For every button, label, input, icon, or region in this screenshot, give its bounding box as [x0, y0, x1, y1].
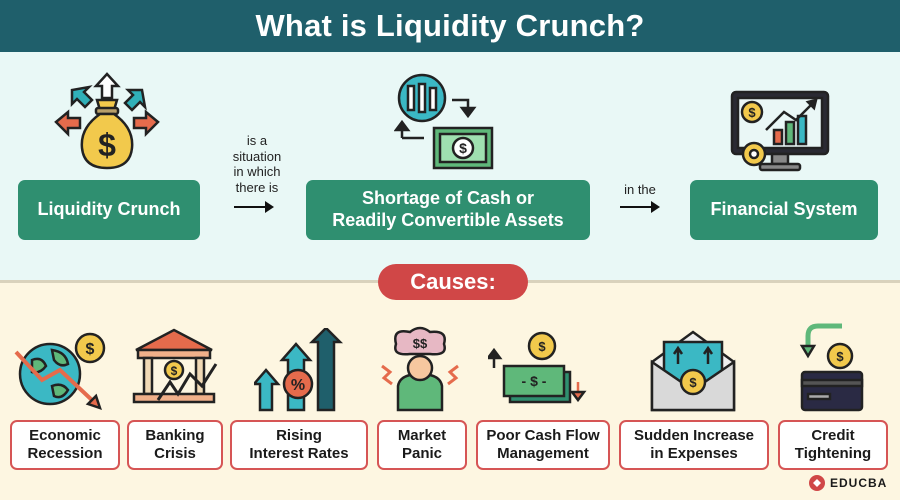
- bank-falling-chart-icon: $: [132, 328, 218, 404]
- envelope-money-icon: $: [650, 330, 736, 412]
- cause-line: Sudden Increase: [633, 427, 755, 444]
- svg-text:$$: $$: [413, 336, 428, 351]
- cause-sudden-increase-in-expenses: Sudden Increase in Expenses: [619, 420, 769, 470]
- cause-banking-crisis: Banking Crisis: [127, 420, 223, 470]
- cause-market-panic: Market Panic: [377, 420, 467, 470]
- brand-logo[interactable]: EDUCBA: [808, 474, 887, 492]
- flow-arrow-1: [234, 201, 274, 213]
- shortage-line-1: Shortage of Cash or: [361, 188, 535, 209]
- brand-name: EDUCBA: [830, 476, 888, 490]
- cause-line: Economic: [29, 427, 101, 444]
- cause-line: Banking: [145, 427, 205, 444]
- connector-text-1: is a situation in which there is: [222, 133, 292, 195]
- svg-text:$: $: [98, 127, 116, 163]
- cause-line: Recession: [27, 445, 103, 462]
- cause-line: Market: [397, 427, 447, 444]
- connector-line: in which: [233, 164, 281, 180]
- svg-text:$: $: [538, 339, 546, 354]
- cause-poor-cash-flow-management: Poor Cash Flow Management: [476, 420, 610, 470]
- cause-line: Panic: [401, 445, 442, 462]
- educba-logo-icon: [809, 475, 825, 491]
- svg-text:$: $: [86, 341, 95, 358]
- svg-text:$: $: [836, 349, 844, 364]
- monitor-growth-chart-icon: $: [730, 90, 830, 172]
- connector-line: is a: [246, 133, 268, 148]
- cash-flow-coins-icon: $ - $ -: [488, 331, 587, 404]
- cause-line: Crisis: [154, 445, 196, 462]
- page-title: What is Liquidity Crunch?: [255, 8, 645, 43]
- cause-rising-interest-rates: Rising Interest Rates: [230, 420, 368, 470]
- svg-text:- $ -: - $ -: [522, 373, 547, 389]
- flow-arrow-2: [620, 201, 660, 213]
- cause-line: Interest Rates: [249, 445, 349, 462]
- header-bar: What is Liquidity Crunch?: [0, 0, 900, 52]
- shortage-box: Shortage of Cash or Readily Convertible …: [306, 180, 590, 240]
- svg-text:$: $: [459, 140, 467, 156]
- term-label: Liquidity Crunch: [37, 199, 181, 220]
- rising-percent-arrows-icon: %: [254, 328, 344, 412]
- cause-line: Tightening: [794, 445, 872, 462]
- cause-line: Poor Cash Flow: [486, 427, 600, 444]
- svg-text:$: $: [689, 375, 697, 390]
- connector-text-2: in the: [624, 182, 656, 197]
- svg-text:$: $: [171, 364, 178, 378]
- cause-line: Management: [497, 445, 589, 462]
- cash-exchange-icon: $: [394, 73, 494, 170]
- credit-card-dollar-icon: $: [799, 323, 864, 412]
- connector-line: there is: [235, 179, 279, 195]
- causes-label: Causes:: [378, 264, 528, 300]
- shortage-line-2: Readily Convertible Assets: [332, 210, 564, 230]
- cause-line: Rising: [276, 427, 322, 444]
- connector-line: situation: [232, 148, 282, 164]
- financial-system-box: Financial System: [690, 180, 878, 240]
- cause-economic-recession: Economic Recession: [10, 420, 120, 470]
- svg-text:$: $: [748, 105, 756, 120]
- cause-credit-tightening: Credit Tightening: [778, 420, 888, 470]
- financial-system-label: Financial System: [710, 199, 858, 220]
- panicked-person-icon: $$: [381, 326, 459, 412]
- globe-declining-graph-icon: $: [14, 332, 106, 410]
- cause-line: Credit: [811, 427, 855, 444]
- cause-line: in Expenses: [650, 445, 738, 462]
- money-bag-arrows-icon: $: [54, 72, 160, 170]
- term-box: Liquidity Crunch: [18, 180, 200, 240]
- svg-text:%: %: [291, 377, 305, 394]
